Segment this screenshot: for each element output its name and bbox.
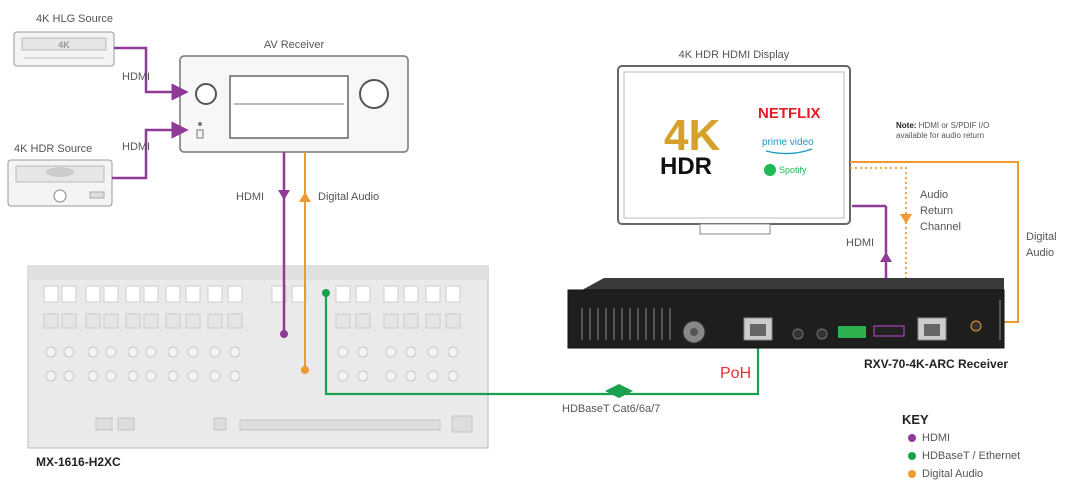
hdmi-display-label: HDMI xyxy=(846,237,874,249)
key-title: KEY xyxy=(902,412,929,427)
key-item-hdbaset: HDBaseT / Ethernet xyxy=(908,450,1020,462)
audio-endpoint-dot xyxy=(301,366,309,374)
hlg-source-label: 4K HLG Source xyxy=(36,13,113,25)
key-hdbaset-label: HDBaseT / Ethernet xyxy=(922,450,1020,462)
note-line1: Note: HDMI or S/PDIF I/O xyxy=(896,121,989,130)
key-item-audio: Digital Audio xyxy=(908,468,983,480)
key-hdmi-dot xyxy=(908,434,916,442)
digital-audio-right-1: Digital xyxy=(1026,231,1057,243)
svg-text:4K: 4K xyxy=(58,40,70,50)
display-label: 4K HDR HDMI Display xyxy=(679,49,790,61)
key-item-hdmi: HDMI xyxy=(908,432,950,444)
receiver-label: RXV-70-4K-ARC Receiver xyxy=(864,357,1008,371)
hdmi-hlg-label: HDMI xyxy=(122,71,150,83)
hdmi-hdr-label: HDMI xyxy=(122,141,150,153)
spotify-logo: Spotify xyxy=(779,165,807,175)
display-device: 4K HDR NETFLIX prime video Spotify xyxy=(617,65,851,235)
hdmi-down-arrow xyxy=(278,190,290,200)
audio-up-arrow xyxy=(299,192,311,202)
hdbaset-label: HDBaseT Cat6/6a/7 xyxy=(562,403,660,415)
digital-audio-label: Digital Audio xyxy=(318,191,379,203)
receiver-device xyxy=(567,278,1005,349)
hdmi-line-hlg xyxy=(114,46,189,101)
hdmi-endpoint-dot xyxy=(280,330,288,338)
poh-label: PoH xyxy=(720,365,751,382)
matrix-chassis xyxy=(27,265,489,449)
hdmi-line-hdr xyxy=(112,121,189,180)
digital-audio-right-2: Audio xyxy=(1026,247,1054,259)
arc-label-1: Audio xyxy=(920,189,948,201)
hdmi-display-arrow xyxy=(880,252,892,262)
av-receiver-device xyxy=(179,55,409,153)
hdbaset-endpoint-dot xyxy=(322,289,330,297)
hlg-source-device: 4K xyxy=(13,31,115,67)
display-hdr-text: HDR xyxy=(660,153,712,180)
hdr-source-device xyxy=(7,159,113,207)
arc-label-3: Channel xyxy=(920,221,961,233)
key-audio-label: Digital Audio xyxy=(922,468,983,480)
netflix-logo: NETFLIX xyxy=(758,105,821,122)
note-line2: available for audio return xyxy=(896,131,984,140)
arc-label-2: Return xyxy=(920,205,953,217)
prime-video-logo: prime video xyxy=(762,137,814,148)
key-hdbaset-dot xyxy=(908,452,916,460)
key-audio-dot xyxy=(908,470,916,478)
hdbaset-line xyxy=(324,293,760,396)
hdmi-down-label: HDMI xyxy=(236,191,264,203)
arc-dotted-line xyxy=(850,167,907,336)
arc-arrow xyxy=(900,214,912,224)
prime-smile-icon xyxy=(765,148,813,155)
spotify-icon xyxy=(764,164,776,176)
hdr-source-label: 4K HDR Source xyxy=(14,143,92,155)
key-hdmi-label: HDMI xyxy=(922,432,950,444)
av-receiver-label: AV Receiver xyxy=(264,39,325,51)
matrix-label: MX-1616-H2XC xyxy=(36,455,121,469)
display-4k-text: 4K xyxy=(664,111,720,160)
